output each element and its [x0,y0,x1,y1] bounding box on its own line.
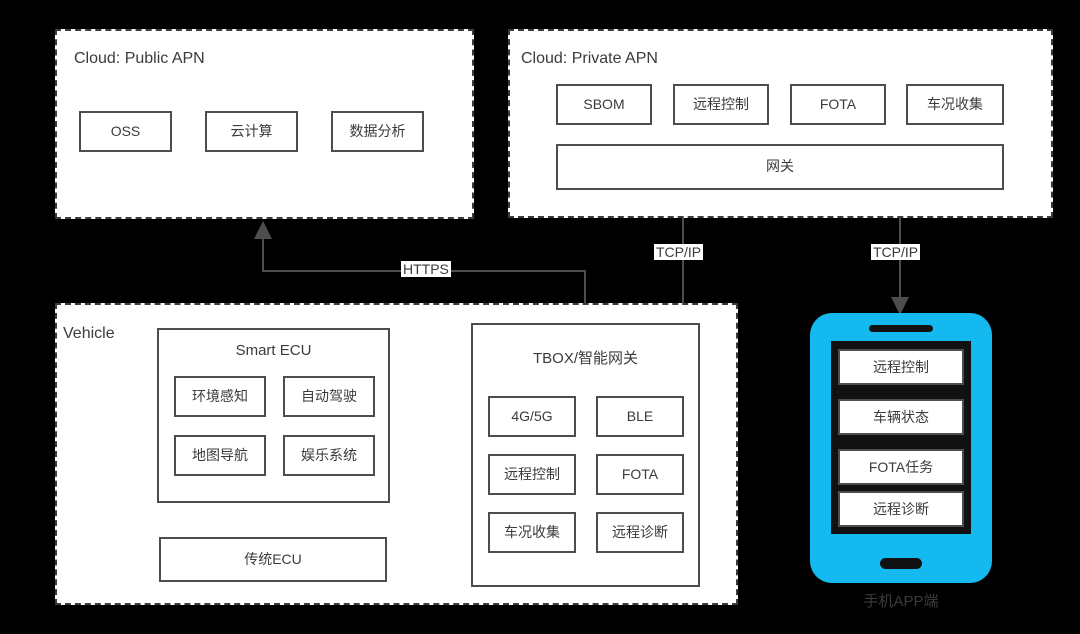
private-apn-service-fota[interactable]: FOTA [790,84,886,125]
edge-label-tcpip-phone: TCP/IP [871,244,921,260]
phone-app-fota-task[interactable]: FOTA任务 [838,449,964,485]
phone-home-button[interactable] [880,558,922,569]
private-apn-title: Cloud: Private APN [521,50,658,67]
private-apn-gateway[interactable]: 网关 [556,144,1004,190]
phone-app-remote-control[interactable]: 远程控制 [838,349,964,385]
phone-caption: 手机APP端 [863,593,939,610]
mobile-phone: 远程控制 车辆状态 FOTA任务 远程诊断 [810,313,992,583]
tbox-module-ble[interactable]: BLE [596,396,684,437]
public-apn-service-oss[interactable]: OSS [79,111,172,152]
phone-app-remote-diagnostics[interactable]: 远程诊断 [838,491,964,527]
smart-ecu-module-infotainment[interactable]: 娱乐系统 [283,435,375,476]
private-apn-service-vehicle-data[interactable]: 车况收集 [906,84,1004,125]
tbox-title: TBOX/智能网关 [532,350,638,367]
public-apn-title: Cloud: Public APN [74,50,205,67]
tbox-module-remote-diagnostics[interactable]: 远程诊断 [596,512,684,553]
phone-app-vehicle-status[interactable]: 车辆状态 [838,399,964,435]
tbox-module-vehicle-data[interactable]: 车况收集 [488,512,576,553]
tbox-module-remote-control[interactable]: 远程控制 [488,454,576,495]
legacy-ecu-box[interactable]: 传统ECU [159,537,387,582]
phone-screen: 远程控制 车辆状态 FOTA任务 远程诊断 [831,341,971,534]
smart-ecu-title: Smart ECU [235,342,312,359]
tbox-module-4g5g[interactable]: 4G/5G [488,396,576,437]
private-apn-service-remote-control[interactable]: 远程控制 [673,84,769,125]
vehicle-title: Vehicle [63,325,115,342]
edge-label-https: HTTPS [401,261,451,277]
private-apn-service-sbom[interactable]: SBOM [556,84,652,125]
smart-ecu-module-perception[interactable]: 环境感知 [174,376,266,417]
public-apn-service-data-analytics[interactable]: 数据分析 [331,111,424,152]
phone-speaker-icon [869,325,933,332]
edge-label-tcpip-vehicle: TCP/IP [654,244,704,260]
smart-ecu-module-autonomous-driving[interactable]: 自动驾驶 [283,376,375,417]
public-apn-service-cloud-computing[interactable]: 云计算 [205,111,298,152]
smart-ecu-module-navigation[interactable]: 地图导航 [174,435,266,476]
tbox-module-fota[interactable]: FOTA [596,454,684,495]
